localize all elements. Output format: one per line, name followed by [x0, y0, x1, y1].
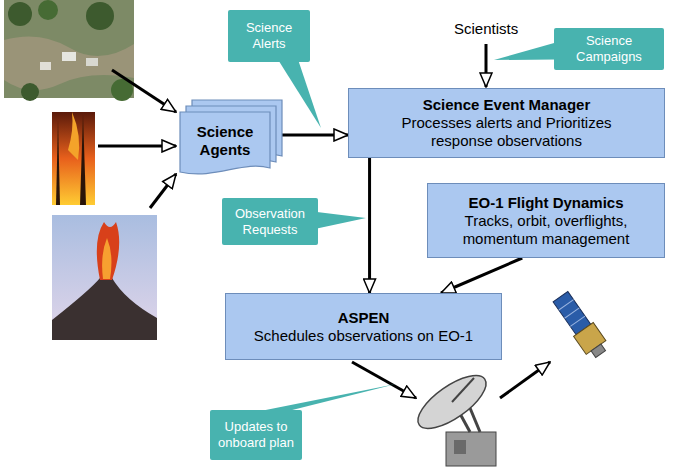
dish-pedestal	[446, 432, 496, 466]
tree-trunk	[80, 115, 86, 205]
flame	[68, 112, 79, 160]
actor-label: Scientists	[454, 20, 518, 37]
tree	[38, 0, 58, 20]
volcano-cone	[52, 278, 157, 340]
process-box: ASPENSchedules observations on EO-1	[225, 293, 502, 360]
input-arrow	[150, 174, 176, 208]
fire-photo	[52, 112, 95, 205]
house	[62, 52, 76, 61]
callout-bubble: Updates to onboard plan	[210, 410, 302, 460]
box-heading: EO-1 Flight Dynamics	[468, 194, 623, 212]
process-box: EO-1 Flight DynamicsTracks, orbit, overf…	[427, 183, 665, 258]
lava-core	[102, 238, 111, 279]
box-heading: ASPEN	[338, 309, 390, 327]
dish-feed	[452, 378, 474, 402]
fire-flames	[52, 112, 95, 205]
box-body: Schedules observations on EO-1	[254, 327, 473, 345]
tree	[21, 83, 39, 101]
lava-fountain	[97, 222, 119, 280]
callout-text: Updates to onboard plan	[216, 419, 296, 450]
box-body: Tracks, orbit, overflights, momentum man…	[440, 212, 652, 248]
box-heading: Science Agents	[186, 123, 264, 159]
callout-tail	[279, 61, 321, 128]
panel-stripe	[570, 316, 585, 326]
box-heading: Science Event Manager	[423, 96, 591, 114]
volcano-photo	[52, 215, 157, 340]
callout-tail	[494, 43, 555, 60]
flood-photo	[4, 0, 134, 101]
callout-text: Science Campaigns	[560, 33, 658, 64]
input-arrow	[98, 145, 176, 148]
process-box: Science Event ManagerProcesses alerts an…	[348, 88, 665, 158]
callout-tail	[317, 212, 366, 228]
tree-trunk	[56, 120, 60, 205]
uplink-arrow	[500, 362, 550, 398]
callout-tail	[261, 384, 396, 411]
house	[40, 62, 51, 70]
input-arrow	[485, 44, 488, 87]
flow-arrow	[441, 258, 522, 293]
dish-mount	[470, 408, 480, 432]
dish-bowl	[410, 366, 494, 438]
dish-window	[454, 440, 466, 454]
house	[86, 58, 98, 66]
tree	[8, 2, 32, 26]
tree	[86, 2, 114, 30]
callout-text: Observation Requests	[228, 206, 312, 237]
eo1-satellite	[551, 290, 611, 361]
callout-bubble: Science Campaigns	[554, 28, 664, 70]
document-page	[180, 112, 270, 174]
input-arrow	[112, 70, 176, 112]
photo-sky	[52, 215, 157, 340]
ground-station-dish	[410, 366, 496, 466]
document-stack: Science Agents	[180, 112, 270, 176]
callout-text: Science Alerts	[234, 20, 304, 51]
panel-stripe	[559, 300, 574, 310]
flow-arrow	[368, 158, 371, 293]
instrument	[591, 344, 605, 357]
callout-bubble: Observation Requests	[222, 198, 318, 245]
panel-stripe	[565, 308, 580, 318]
box-body: Processes alerts and Prioritizes respons…	[387, 114, 627, 150]
callout-bubble: Science Alerts	[228, 10, 310, 62]
